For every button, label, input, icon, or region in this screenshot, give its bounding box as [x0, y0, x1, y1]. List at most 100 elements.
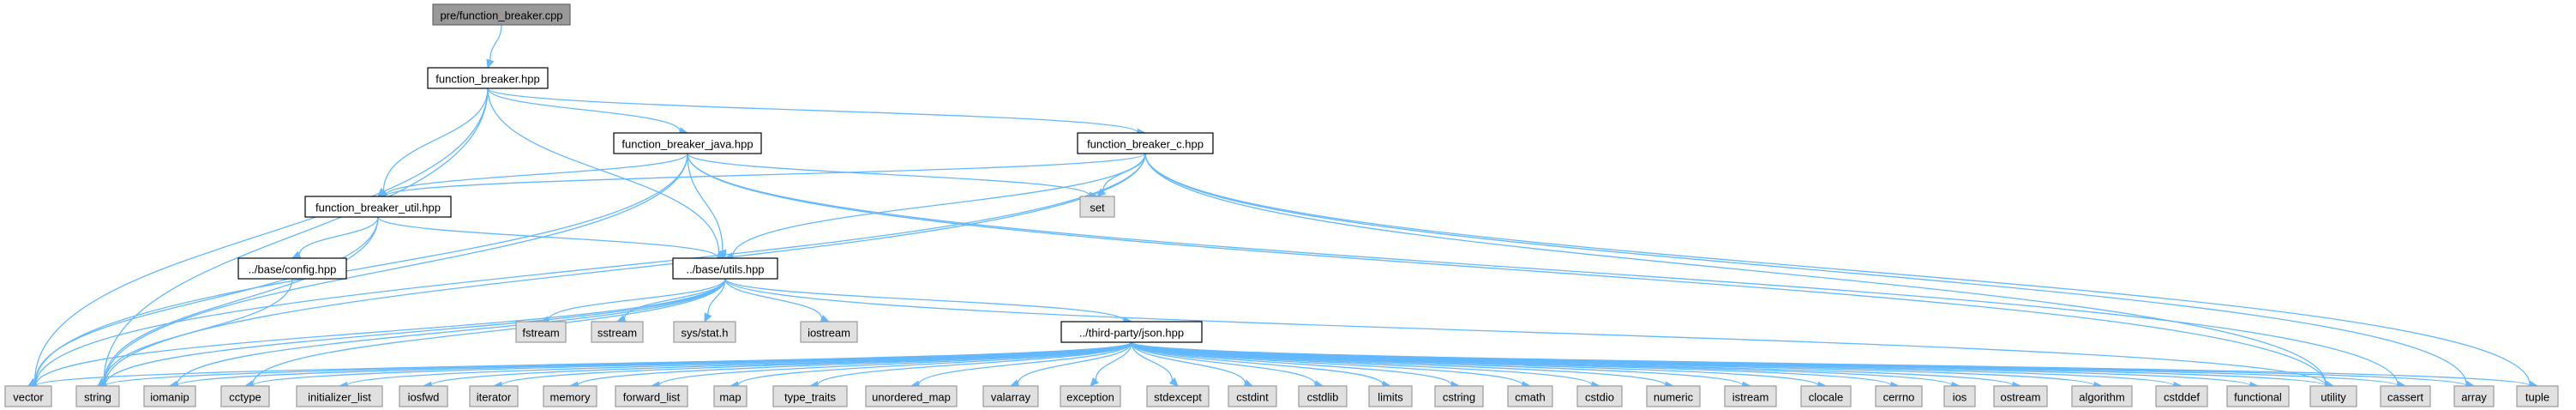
- edge-json-to-string: [105, 341, 1132, 387]
- node-tuple: tuple: [2516, 385, 2559, 407]
- edge-json-to-fwdlist: [658, 341, 1132, 386]
- node-box: [1943, 385, 1976, 407]
- node-label: cerrno: [1883, 391, 1915, 404]
- edge-json-to-cstddef: [1131, 341, 2175, 387]
- node-label: ../base/utils.hpp: [686, 263, 764, 276]
- node-box: [220, 385, 270, 407]
- node-valarray: valarray: [982, 385, 1039, 407]
- edge-utils-to-cctype: [252, 278, 726, 385]
- node-ostream: ostream: [1993, 385, 2048, 407]
- edge-json-to-exception: [1095, 341, 1132, 381]
- node-umap: unordered_map: [865, 385, 958, 407]
- node-label: ../third-party/json.hpp: [1079, 327, 1184, 340]
- edge-root-to-fb: [489, 24, 502, 61]
- edge-utils-to-utility: [724, 278, 2327, 386]
- node-box: [1434, 385, 1484, 407]
- node-label: ios: [1953, 391, 1967, 404]
- node-fbjava[interactable]: function_breaker_java.hpp: [613, 132, 762, 154]
- node-typetraits: type_traits: [772, 385, 848, 407]
- node-box: [432, 3, 571, 26]
- node-box: [2071, 385, 2133, 407]
- node-label: unordered_map: [872, 391, 951, 404]
- node-box: [1507, 385, 1553, 407]
- node-box: [469, 385, 519, 407]
- node-cstring: cstring: [1434, 385, 1484, 407]
- node-label: string: [84, 391, 111, 404]
- node-array: array: [2453, 385, 2495, 407]
- node-iosfwd: iosfwd: [399, 385, 448, 407]
- node-box: [2226, 385, 2290, 407]
- nodes-layer: pre/function_breaker.cpp function_breaker…: [4, 3, 2559, 407]
- node-functional: functional: [2226, 385, 2290, 407]
- edge-fbc-to-vector: [35, 153, 1146, 385]
- node-box: [2155, 385, 2208, 407]
- node-label: iosfwd: [408, 391, 440, 404]
- node-utils[interactable]: ../base/utils.hpp: [672, 257, 778, 280]
- edge-json-to-algorithm: [1131, 341, 2095, 387]
- node-string: string: [75, 385, 120, 407]
- node-label: vector: [13, 391, 44, 404]
- node-box: [399, 385, 448, 407]
- node-label: functional: [2234, 391, 2282, 404]
- node-box: [515, 321, 567, 343]
- edge-fbc-to-utils: [732, 153, 1146, 256]
- node-box: [1060, 385, 1121, 407]
- node-label: utility: [2321, 391, 2346, 404]
- edge-utils-to-string: [105, 278, 726, 385]
- node-box: [1800, 385, 1852, 407]
- node-box: [672, 257, 778, 280]
- node-root: pre/function_breaker.cpp: [432, 3, 571, 26]
- node-config[interactable]: ../base/config.hpp: [237, 257, 347, 280]
- node-label: type_traits: [784, 391, 836, 404]
- node-box: [1298, 385, 1348, 407]
- node-label: cstdlib: [1307, 391, 1339, 404]
- node-label: function_breaker_util.hpp: [315, 202, 441, 214]
- node-box: [615, 385, 688, 407]
- node-box: [143, 385, 196, 407]
- node-fbutil[interactable]: function_breaker_util.hpp: [304, 196, 452, 218]
- node-label: exception: [1066, 391, 1114, 404]
- node-label: function_breaker_java.hpp: [621, 138, 753, 151]
- node-label: limits: [1378, 391, 1403, 404]
- node-sysstat: sys/stat.h: [673, 321, 736, 343]
- edge-json-to-limits: [1131, 341, 1384, 385]
- node-box: [982, 385, 1039, 407]
- node-cstdlib: cstdlib: [1298, 385, 1348, 407]
- edge-json-to-stdexcept: [1131, 341, 1174, 381]
- edge-fbjava-to-utils: [687, 153, 724, 251]
- node-box: [673, 321, 736, 343]
- edge-json-to-cstdint: [1131, 341, 1246, 384]
- node-box: [591, 321, 644, 343]
- arrowhead-icon: [1168, 377, 1179, 387]
- node-label: ostream: [2001, 391, 2041, 404]
- node-label: memory: [550, 391, 591, 404]
- node-map: map: [713, 385, 748, 407]
- node-json[interactable]: ../third-party/json.hpp: [1060, 321, 1203, 343]
- node-memory: memory: [543, 385, 597, 407]
- node-clocale: clocale: [1800, 385, 1852, 407]
- edge-fbc-to-array: [1144, 153, 2467, 385]
- edge-fbc-to-utility: [1144, 153, 2327, 385]
- node-box: [613, 132, 762, 154]
- node-box: [1576, 385, 1623, 407]
- node-box: [427, 67, 549, 89]
- node-set: set: [1079, 196, 1115, 218]
- node-fbc[interactable]: function_breaker_c.hpp: [1077, 132, 1214, 154]
- edge-fb-to-fbjava: [487, 87, 681, 132]
- edge-utils-to-iomanip: [177, 278, 726, 385]
- edge-json-to-cstring: [1131, 341, 1452, 386]
- node-fb[interactable]: function_breaker.hpp: [427, 67, 549, 89]
- node-box: [237, 257, 347, 280]
- node-label: clocale: [1809, 391, 1843, 404]
- node-stdexcept: stdexcept: [1146, 385, 1210, 407]
- node-label: ../base/config.hpp: [249, 263, 337, 276]
- node-box: [1875, 385, 1923, 407]
- edge-utils-to-fstream: [548, 278, 726, 321]
- node-box: [2516, 385, 2559, 407]
- node-label: tuple: [2525, 391, 2549, 404]
- node-label: numeric: [1654, 391, 1694, 404]
- node-box: [800, 321, 858, 343]
- node-exception: exception: [1060, 385, 1121, 407]
- edge-json-to-tuple: [1131, 341, 2531, 387]
